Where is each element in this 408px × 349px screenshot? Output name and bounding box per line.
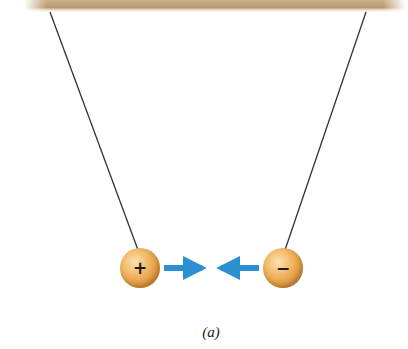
ceiling xyxy=(24,0,406,13)
force-arrow xyxy=(164,265,202,271)
force-arrow xyxy=(221,265,259,271)
charge-sign: + xyxy=(133,260,147,277)
string xyxy=(285,12,366,250)
ceiling-fade xyxy=(24,0,406,13)
charged-sphere: − xyxy=(263,248,303,288)
charge-sign: − xyxy=(276,260,290,277)
string xyxy=(50,12,138,250)
charged-sphere: + xyxy=(120,248,160,288)
figure-caption: (a) xyxy=(202,324,220,341)
